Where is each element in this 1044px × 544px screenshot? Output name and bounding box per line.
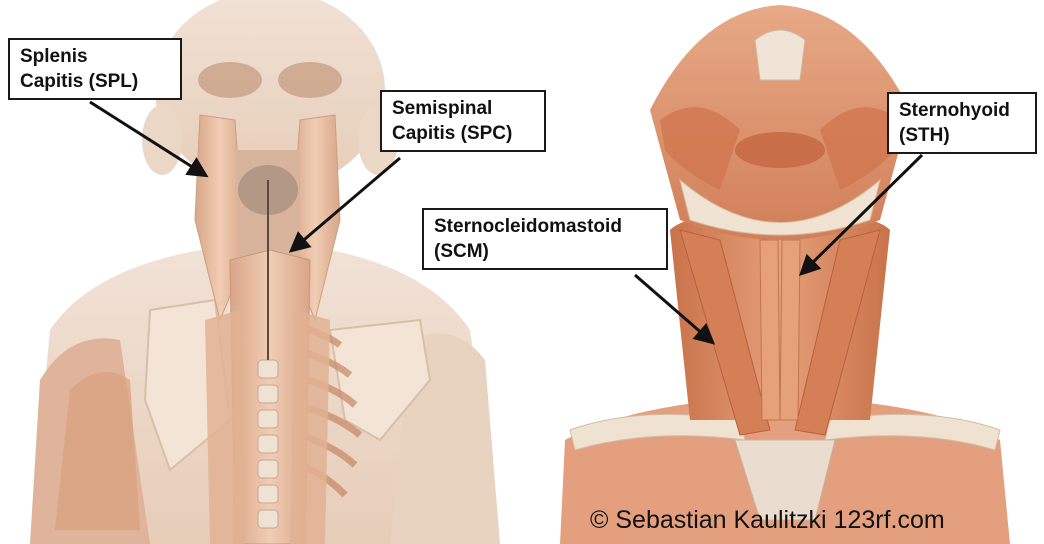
copyright-credit: © Sebastian Kaulitzki 123rf.com: [590, 506, 945, 535]
nose-bone: [755, 30, 805, 80]
label-sternohyoid-line2: (STH): [899, 123, 1025, 148]
spine: [258, 360, 278, 528]
anterior-figure: [560, 5, 1010, 544]
label-splenius-line1: Splenis: [20, 44, 170, 69]
label-sternohyoid: Sternohyoid (STH): [887, 92, 1037, 154]
label-sternocleidomastoid-line2: (SCM): [434, 239, 656, 264]
label-semispinalis-line1: Semispinal: [392, 96, 534, 121]
label-semispinalis-capitis: Semispinal Capitis (SPC): [380, 90, 546, 152]
label-sternocleidomastoid-line1: Sternocleidomastoid: [434, 214, 656, 239]
left-eye-socket: [198, 62, 262, 98]
right-eye-socket: [278, 62, 342, 98]
label-splenius-capitis: Splenis Capitis (SPL): [8, 38, 182, 100]
label-splenius-line2: Capitis (SPL): [20, 69, 170, 94]
sternohyoid-left: [760, 240, 780, 420]
mouth: [735, 132, 825, 168]
erector-right: [290, 310, 330, 544]
label-sternohyoid-line1: Sternohyoid: [899, 98, 1025, 123]
label-sternocleidomastoid: Sternocleidomastoid (SCM): [422, 208, 668, 270]
label-semispinalis-line2: Capitis (SPC): [392, 121, 534, 146]
sternohyoid-right: [780, 240, 800, 420]
erector-left: [205, 310, 245, 544]
